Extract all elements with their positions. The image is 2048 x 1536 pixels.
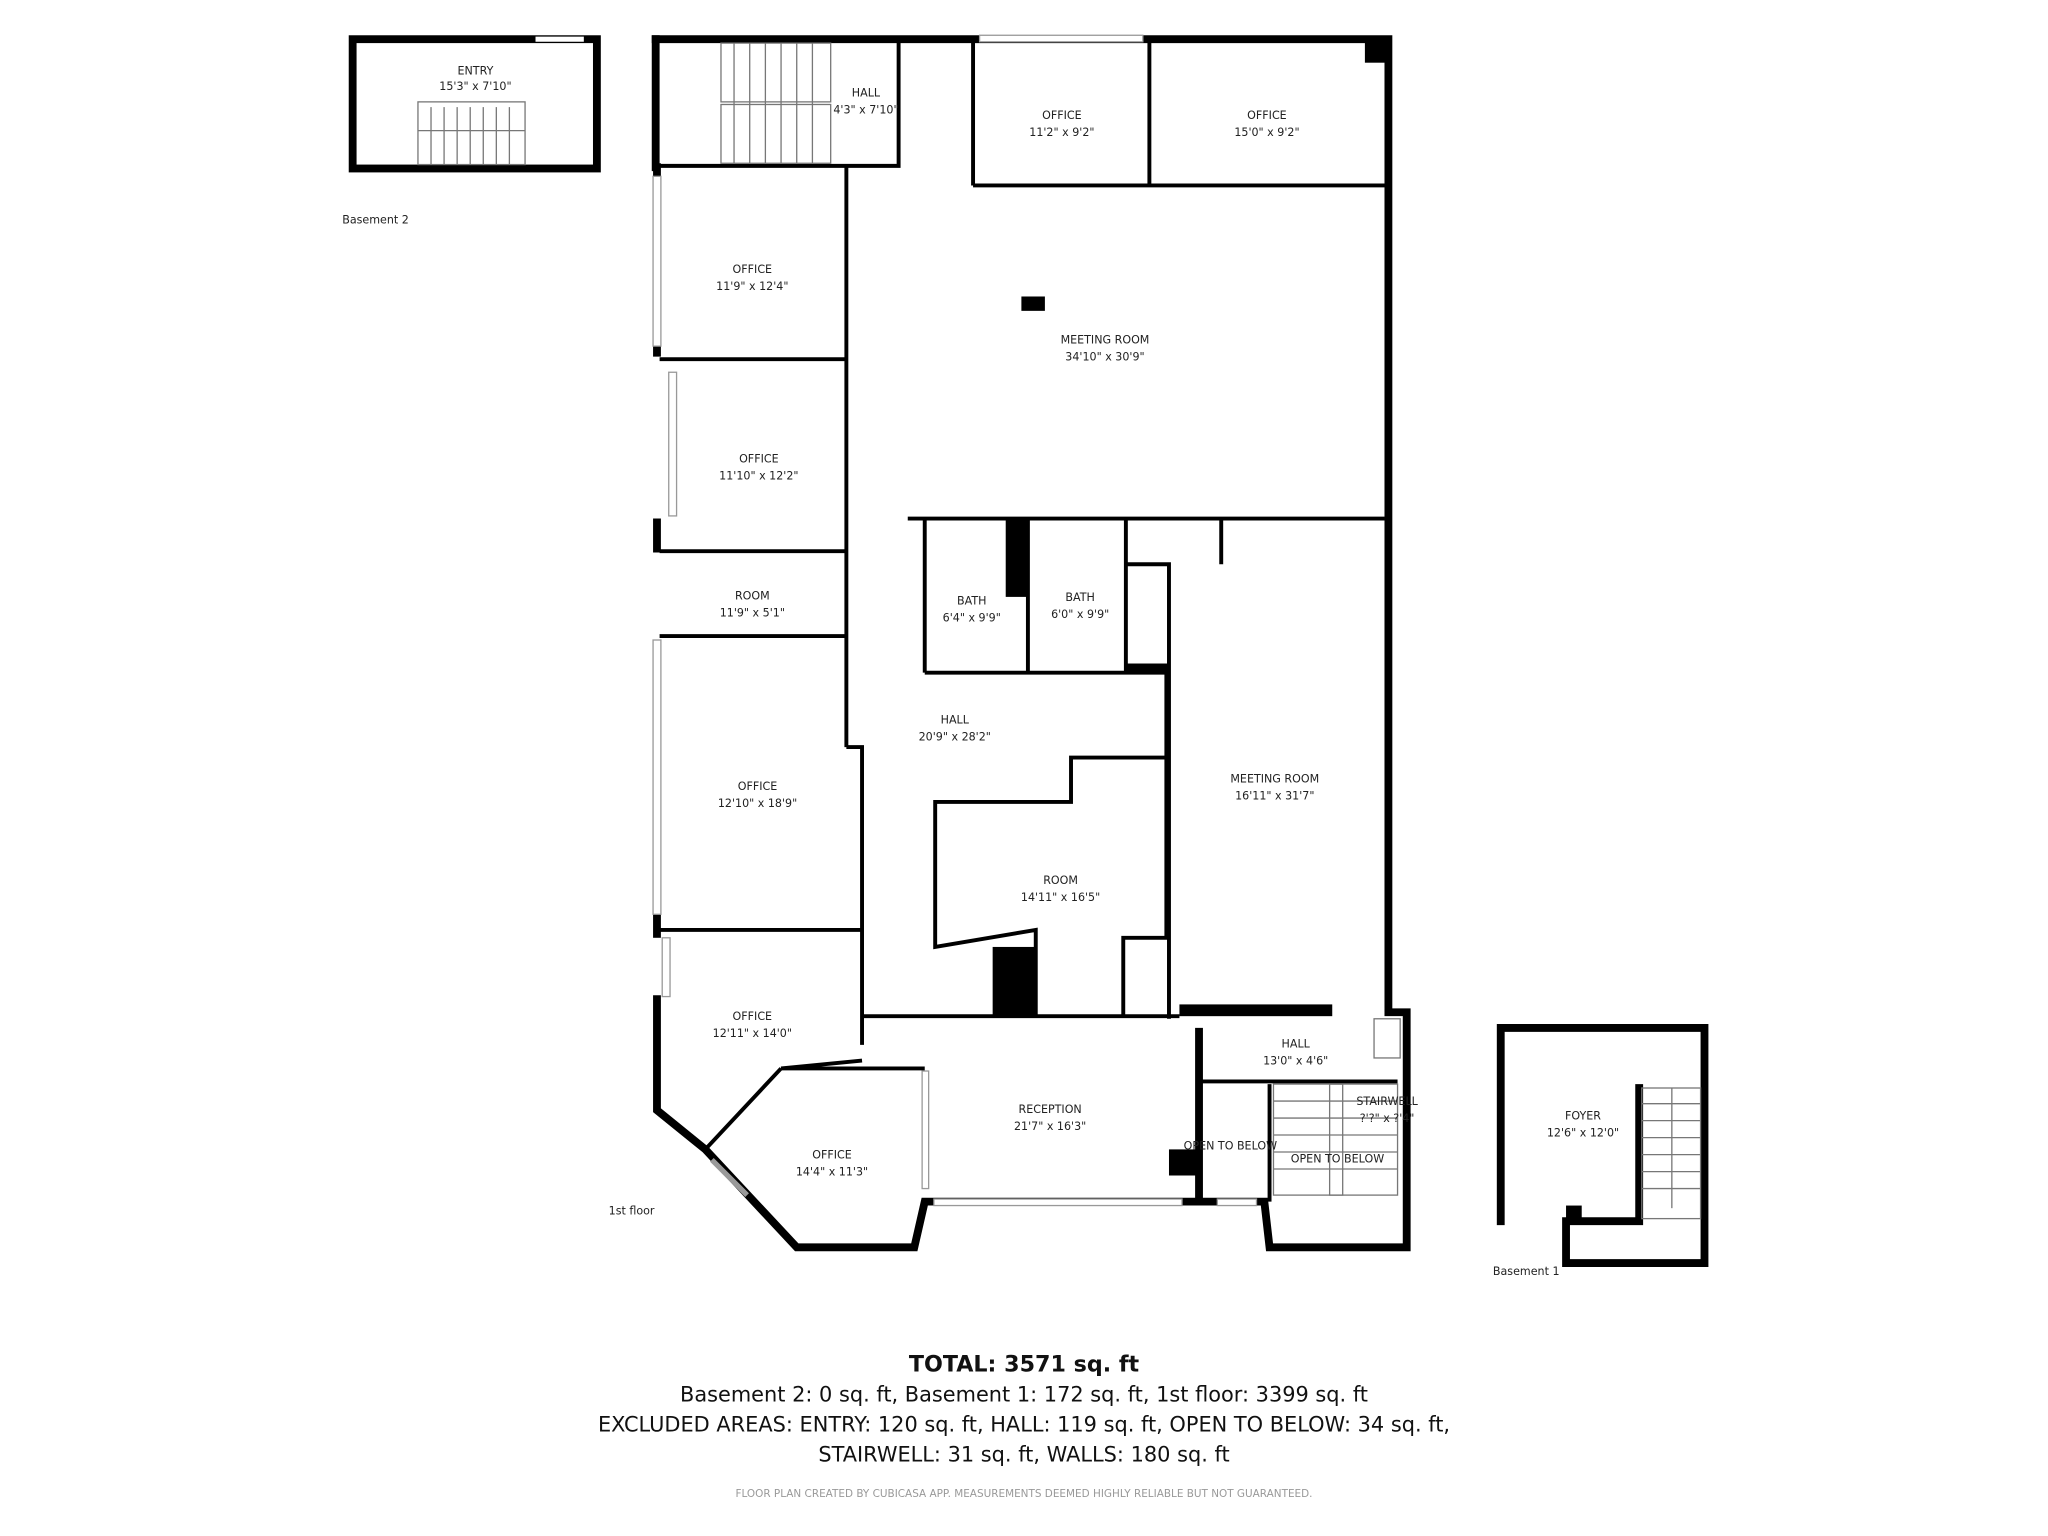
room-name: ENTRY [457, 64, 493, 77]
room-dims: 15'3" x 7'10" [439, 80, 511, 93]
room-name: BATH [1065, 591, 1094, 604]
excluded-areas: EXCLUDED AREAS: ENTRY: 120 sq. ft, HALL:… [598, 1413, 1450, 1437]
room-dims: 12'10" x 18'9" [718, 797, 797, 810]
excluded-areas-cont: STAIRWELL: 31 sq. ft, WALLS: 180 sq. ft [818, 1443, 1229, 1467]
room-dims: 16'11" x 31'7" [1235, 789, 1314, 802]
room-name: ROOM [735, 590, 770, 603]
disclaimer: FLOOR PLAN CREATED BY CUBICASA APP. MEAS… [735, 1488, 1312, 1500]
room-labels: ENTRY 15'3" x 7'10" HALL 4'3" x 7'10" OFFI… [439, 64, 1619, 1178]
room-dims: 11'9" x 5'1" [720, 606, 785, 619]
room-dims: 11'10" x 12'2" [719, 469, 798, 482]
room-name: OPEN TO BELOW [1184, 1139, 1277, 1152]
total-area: TOTAL: 3571 sq. ft [909, 1351, 1140, 1377]
room-name: STAIRWELL [1356, 1095, 1418, 1108]
room-name: MEETING ROOM [1061, 334, 1150, 347]
room-name: OFFICE [733, 263, 773, 276]
stairs-icon [1272, 1018, 1401, 1196]
floor-areas: Basement 2: 0 sq. ft, Basement 1: 172 sq… [680, 1382, 1368, 1406]
basement-1-plan [1496, 1023, 1709, 1267]
room-dims: 12'11" x 14'0" [713, 1027, 792, 1040]
floor-label-first: 1st floor [609, 1205, 655, 1218]
room-name: HALL [852, 87, 881, 100]
floor-label-basement-2: Basement 2 [342, 213, 409, 226]
room-dims: 20'9" x 28'2" [919, 731, 991, 744]
area-summary: TOTAL: 3571 sq. ft Basement 2: 0 sq. ft,… [598, 1351, 1450, 1499]
room-dims: 6'0" x 9'9" [1051, 608, 1109, 621]
room-name: FOYER [1565, 1109, 1601, 1122]
room-dims: 6'4" x 9'9" [943, 612, 1001, 625]
room-name: OPEN TO BELOW [1291, 1152, 1384, 1165]
room-dims: 12'6" x 12'0" [1547, 1126, 1619, 1139]
room-dims: 13'0" x 4'6" [1263, 1054, 1328, 1067]
room-name: BATH [957, 595, 986, 608]
room-name: OFFICE [738, 780, 778, 793]
room-dims: 4'3" x 7'10" [833, 104, 898, 117]
room-dims: 21'7" x 16'3" [1014, 1120, 1086, 1133]
room-name: HALL [941, 714, 970, 727]
first-floor-plan [651, 34, 1411, 1252]
room-dims: 14'11" x 16'5" [1021, 891, 1100, 904]
room-name: OFFICE [1247, 109, 1287, 122]
basement-2-plan [348, 35, 601, 173]
room-name: MEETING ROOM [1230, 772, 1319, 785]
room-dims: 11'2" x 9'2" [1029, 126, 1094, 139]
room-dims: ?'?" x ?'4" [1360, 1112, 1415, 1125]
room-dims: 14'4" x 11'3" [796, 1166, 868, 1179]
room-name: OFFICE [733, 1010, 773, 1023]
floor-label-basement-1: Basement 1 [1493, 1265, 1560, 1278]
stairs-icon [720, 42, 832, 164]
room-name: RECEPTION [1018, 1103, 1081, 1116]
room-name: OFFICE [739, 452, 779, 465]
room-name: OFFICE [812, 1149, 852, 1162]
stairs-icon [417, 101, 526, 166]
room-name: ROOM [1043, 874, 1078, 887]
room-dims: 34'10" x 30'9" [1065, 350, 1144, 363]
room-dims: 15'0" x 9'2" [1234, 126, 1299, 139]
stairs-icon [1641, 1087, 1702, 1220]
room-dims: 11'9" x 12'4" [716, 280, 788, 293]
room-name: OFFICE [1042, 109, 1082, 122]
room-name: HALL [1282, 1038, 1311, 1051]
